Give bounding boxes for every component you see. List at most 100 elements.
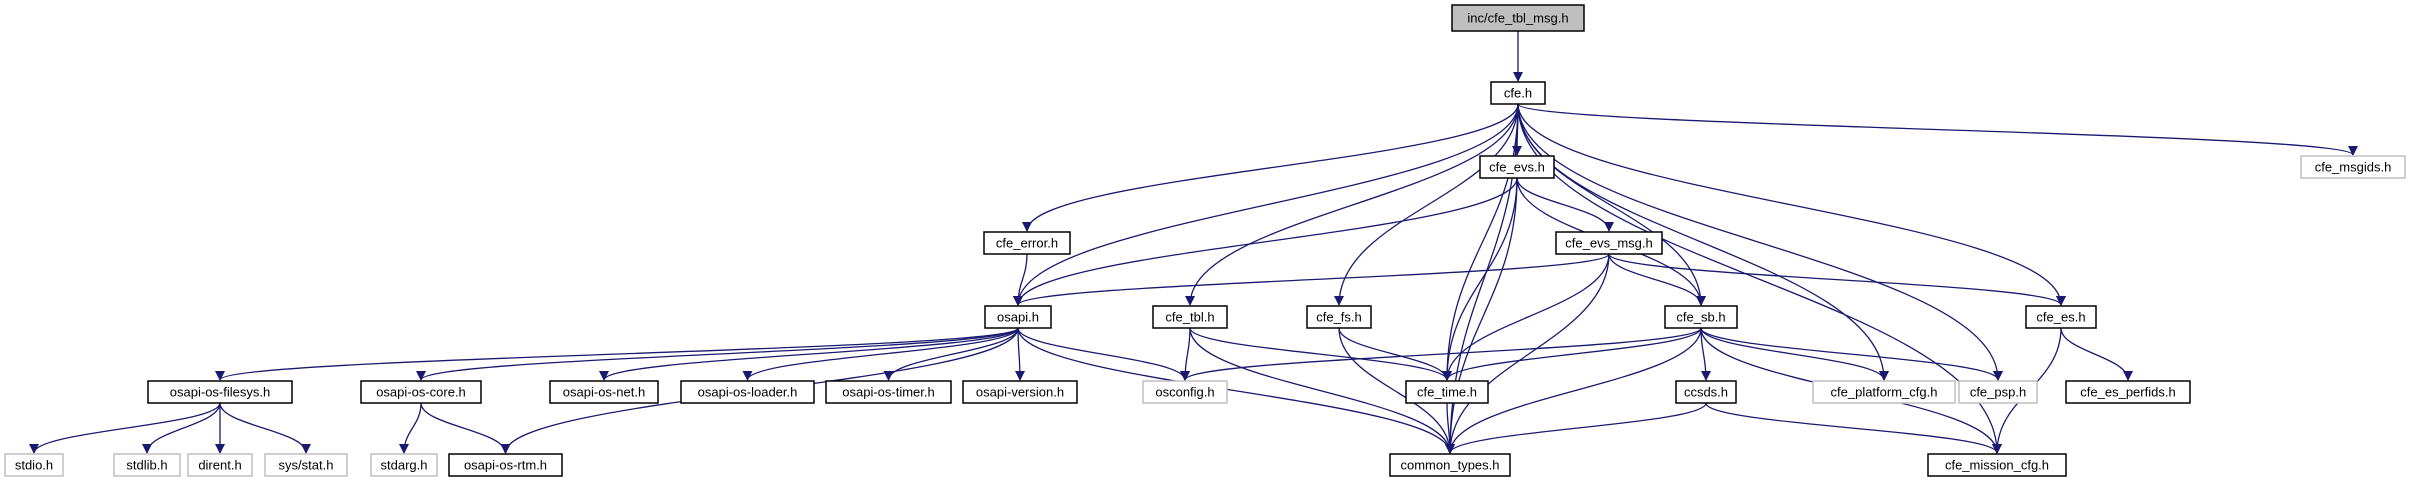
node-box-core — [360, 380, 482, 404]
edge-core-to-rtm — [420, 402, 511, 454]
node-cfe_msgids: cfe_msgids.h — [2300, 155, 2406, 179]
node-mission_cfg[interactable]: cfe_mission_cfg.h — [1927, 453, 2067, 477]
node-label-cfe_evs_msg: cfe_evs_msg.h — [1565, 235, 1652, 250]
node-loader[interactable]: osapi-os-loader.h — [680, 380, 815, 404]
edge-cfe_sb-to-osconfig — [1180, 327, 1702, 381]
node-box-root — [1451, 4, 1585, 32]
node-box-cfe — [1490, 81, 1546, 105]
node-label-platform_cfg: cfe_platform_cfg.h — [1831, 384, 1938, 399]
node-label-perfids: cfe_es_perfids.h — [2080, 384, 2175, 399]
node-common_types[interactable]: common_types.h — [1389, 453, 1511, 477]
node-cfe_time[interactable]: cfe_time.h — [1405, 380, 1489, 404]
node-box-timer — [825, 380, 952, 404]
node-box-cfe_error — [983, 231, 1071, 255]
node-box-net — [549, 380, 659, 404]
node-box-cfe_msgids — [2300, 155, 2406, 179]
edge-cfe-to-cfe_fs — [1334, 103, 1519, 306]
node-version[interactable]: osapi-version.h — [962, 380, 1078, 404]
node-box-version — [962, 380, 1078, 404]
node-stdlib: stdlib.h — [113, 453, 181, 477]
node-stat: sys/stat.h — [264, 453, 348, 477]
node-filesys[interactable]: osapi-os-filesys.h — [147, 380, 293, 404]
node-cfe_fs[interactable]: cfe_fs.h — [1306, 305, 1372, 329]
node-cfe_evs_msg[interactable]: cfe_evs_msg.h — [1555, 231, 1663, 255]
node-cfe_tbl[interactable]: cfe_tbl.h — [1152, 305, 1228, 329]
node-box-dirent — [187, 453, 253, 477]
edge-osapi-to-core — [416, 327, 1019, 381]
edge-osapi-to-version — [1014, 327, 1025, 381]
node-rtm[interactable]: osapi-os-rtm.h — [448, 453, 563, 477]
node-label-dirent: dirent.h — [198, 457, 241, 472]
node-box-rtm — [448, 453, 563, 477]
node-label-cfe_es: cfe_es.h — [2036, 309, 2085, 324]
edge-filesys-to-stat — [219, 402, 311, 454]
node-box-cfe_tbl — [1152, 305, 1228, 329]
node-box-cfe_evs_msg — [1555, 231, 1663, 255]
node-cfe_error[interactable]: cfe_error.h — [983, 231, 1071, 255]
edge-cfe-to-cfe_sb — [1517, 103, 1706, 306]
node-box-osconfig — [1142, 380, 1228, 404]
edge-cfe_evs-to-cfe_evs_msg — [1516, 177, 1614, 232]
edge-cfe_sb-to-common_types — [1445, 327, 1702, 454]
node-label-timer: osapi-os-timer.h — [842, 384, 934, 399]
node-box-cfe_es — [2025, 305, 2097, 329]
node-label-net: osapi-os-net.h — [563, 384, 645, 399]
node-box-stdarg — [370, 453, 438, 477]
edge-ccsds-to-mission_cfg — [1705, 402, 2002, 454]
edge-osapi-to-net — [599, 327, 1019, 381]
node-cfe_sb[interactable]: cfe_sb.h — [1664, 305, 1738, 329]
node-cfe[interactable]: cfe.h — [1490, 81, 1546, 105]
edge-cfe-to-platform_cfg — [1517, 103, 1889, 381]
edge-osapi-to-timer — [883, 327, 1019, 381]
node-box-loader — [680, 380, 815, 404]
node-box-perfids — [2065, 380, 2191, 404]
node-box-stat — [264, 453, 348, 477]
node-box-cfe_sb — [1664, 305, 1738, 329]
edge-cfe_evs-to-common_types — [1445, 177, 1518, 454]
node-timer[interactable]: osapi-os-timer.h — [825, 380, 952, 404]
edge-filesys-to-stdlib — [142, 402, 221, 454]
node-perfids[interactable]: cfe_es_perfids.h — [2065, 380, 2191, 404]
node-label-cfe_evs: cfe_evs.h — [1489, 159, 1545, 174]
node-cfe_evs[interactable]: cfe_evs.h — [1479, 155, 1555, 179]
node-box-filesys — [147, 380, 293, 404]
edge-cfe_evs-to-osapi — [1013, 177, 1518, 306]
edge-cfe-to-cfe_tbl — [1185, 103, 1519, 306]
node-label-osconfig: osconfig.h — [1155, 384, 1214, 399]
node-label-stdio: stdio.h — [15, 457, 53, 472]
node-box-psp — [1958, 380, 2038, 404]
edge-osapi-to-loader — [742, 327, 1019, 381]
edge-cfe_evs_msg-to-osapi — [1013, 253, 1610, 306]
edge-cfe-to-osapi — [1013, 103, 1519, 306]
edge-cfe_es-to-perfids — [2060, 327, 2133, 381]
node-osapi[interactable]: osapi.h — [984, 305, 1052, 329]
edge-ccsds-to-common_types — [1445, 402, 1707, 454]
node-platform_cfg: cfe_platform_cfg.h — [1812, 380, 1956, 404]
edge-cfe_fs-to-cfe_time — [1338, 327, 1452, 381]
edge-cfe_sb-to-platform_cfg — [1700, 327, 1889, 381]
edge-cfe_evs_msg-to-cfe_es — [1608, 253, 2066, 306]
node-label-stdlib: stdlib.h — [126, 457, 167, 472]
node-box-cfe_time — [1405, 380, 1489, 404]
node-label-cfe_fs: cfe_fs.h — [1316, 309, 1362, 324]
node-label-rtm: osapi-os-rtm.h — [464, 457, 547, 472]
edge-cfe-to-cfe_time — [1442, 103, 1519, 381]
node-box-cfe_evs — [1479, 155, 1555, 179]
node-label-cfe_tbl: cfe_tbl.h — [1165, 309, 1214, 324]
node-root[interactable]: inc/cfe_tbl_msg.h — [1451, 4, 1585, 32]
node-ccsds[interactable]: ccsds.h — [1675, 380, 1737, 404]
node-box-common_types — [1389, 453, 1511, 477]
edge-core-to-stdarg — [399, 402, 422, 454]
node-core[interactable]: osapi-os-core.h — [360, 380, 482, 404]
node-label-cfe_msgids: cfe_msgids.h — [2315, 159, 2392, 174]
node-label-osapi: osapi.h — [997, 309, 1039, 324]
node-label-cfe: cfe.h — [1504, 85, 1532, 100]
node-cfe_es[interactable]: cfe_es.h — [2025, 305, 2097, 329]
node-dirent: dirent.h — [187, 453, 253, 477]
edge-cfe_tbl-to-common_types — [1189, 327, 1455, 454]
node-label-loader: osapi-os-loader.h — [698, 384, 798, 399]
node-label-root: inc/cfe_tbl_msg.h — [1467, 10, 1568, 25]
node-box-mission_cfg — [1927, 453, 2067, 477]
node-box-platform_cfg — [1812, 380, 1956, 404]
node-net[interactable]: osapi-os-net.h — [549, 380, 659, 404]
